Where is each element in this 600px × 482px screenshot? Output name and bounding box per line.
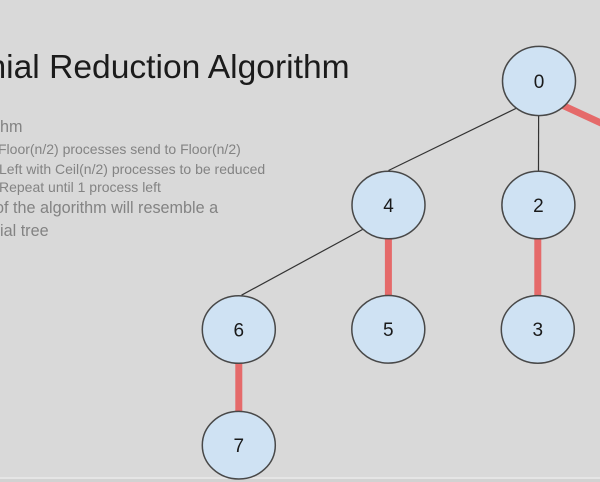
- svg-text:4: 4: [383, 196, 394, 217]
- svg-text:3: 3: [533, 320, 544, 341]
- svg-text:5: 5: [383, 320, 394, 341]
- svg-text:7: 7: [234, 436, 245, 457]
- svg-text:6: 6: [234, 320, 245, 341]
- svg-text:2: 2: [533, 196, 544, 217]
- svg-text:0: 0: [534, 72, 545, 93]
